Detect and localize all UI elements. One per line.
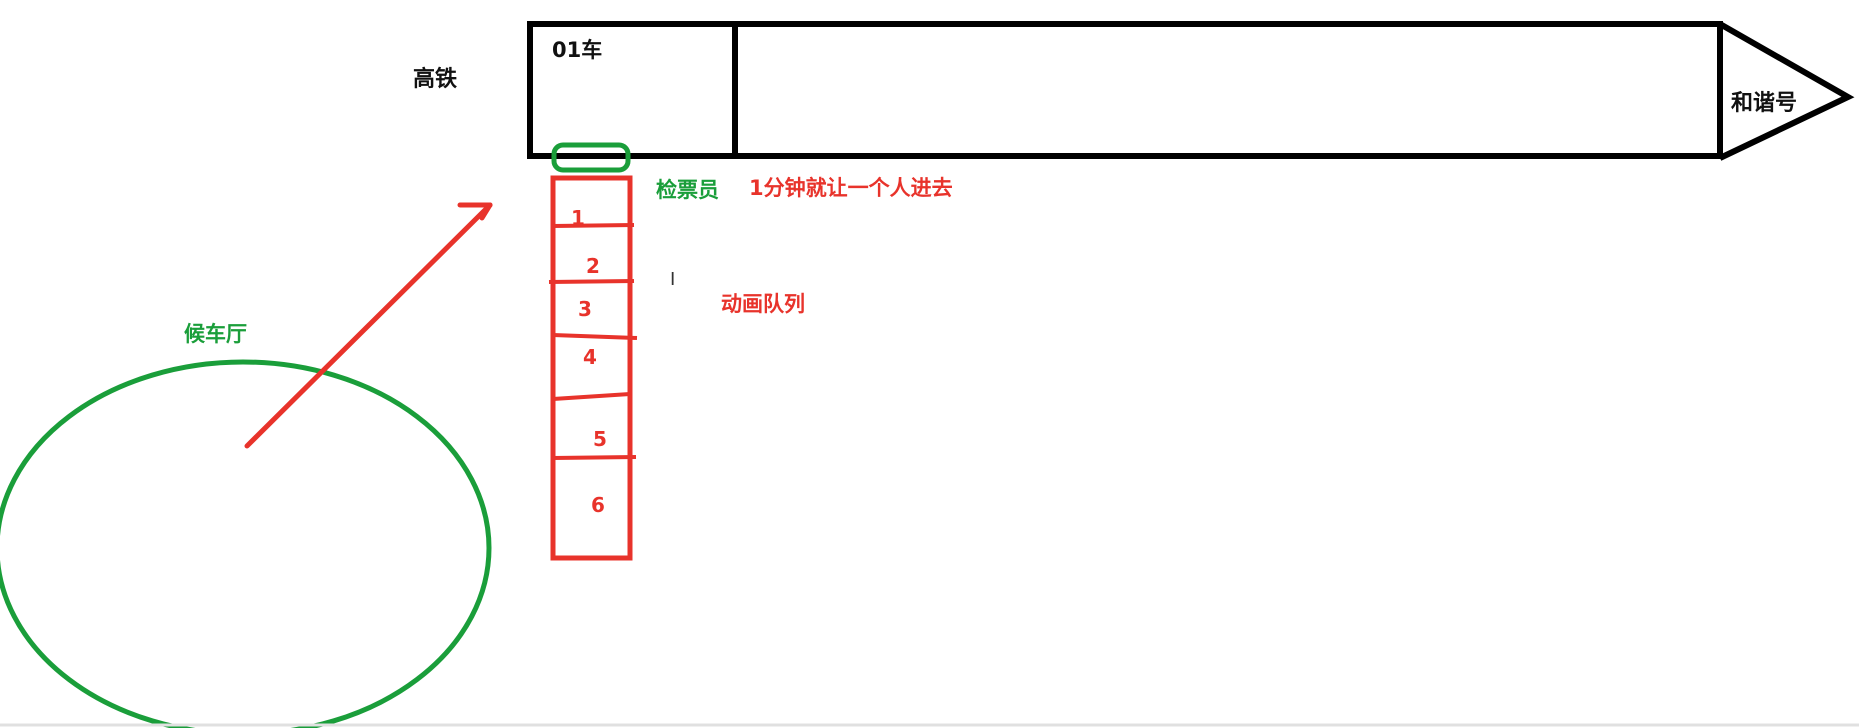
- rule-text: 1分钟就让一个人进去: [749, 176, 953, 200]
- waiting-hall-ellipse: [0, 359, 492, 728]
- queue-label: 动画队列: [721, 292, 805, 316]
- ticket-inspector-box: [551, 142, 631, 173]
- animation-queue: [548, 175, 638, 561]
- queue-slot-6: 6: [591, 493, 605, 517]
- inspector-label: 检票员: [656, 178, 719, 202]
- queue-separator: [552, 223, 635, 228]
- queue-frame: [550, 175, 633, 561]
- queue-slot-2: 2: [586, 254, 600, 278]
- queue-slot-3: 3: [578, 297, 592, 321]
- queue-slot-5: 5: [593, 427, 607, 451]
- train-name-label: 和谐号: [1731, 91, 1797, 116]
- arrow-head-side: [479, 202, 493, 221]
- queue-slot-4: 4: [583, 345, 597, 369]
- arrow: [244, 202, 493, 449]
- car-label: 01车: [552, 38, 602, 62]
- waiting-hall-label: 候车厅: [184, 322, 247, 346]
- train-label: 高铁: [413, 66, 457, 92]
- queue-separator: [552, 392, 631, 401]
- train-body: [527, 21, 1723, 159]
- train: [527, 21, 1855, 161]
- queue-separator: [548, 279, 635, 284]
- queue-separator: [552, 455, 637, 460]
- queue-slot-1: 1: [571, 206, 585, 230]
- text-cursor-icon: Ⅰ: [670, 269, 676, 290]
- train-nose: [1718, 21, 1855, 161]
- queue-slot-labels: 1 2 3 4 5 6: [571, 206, 607, 517]
- arrow-shaft: [244, 202, 493, 449]
- queue-separator: [552, 333, 638, 340]
